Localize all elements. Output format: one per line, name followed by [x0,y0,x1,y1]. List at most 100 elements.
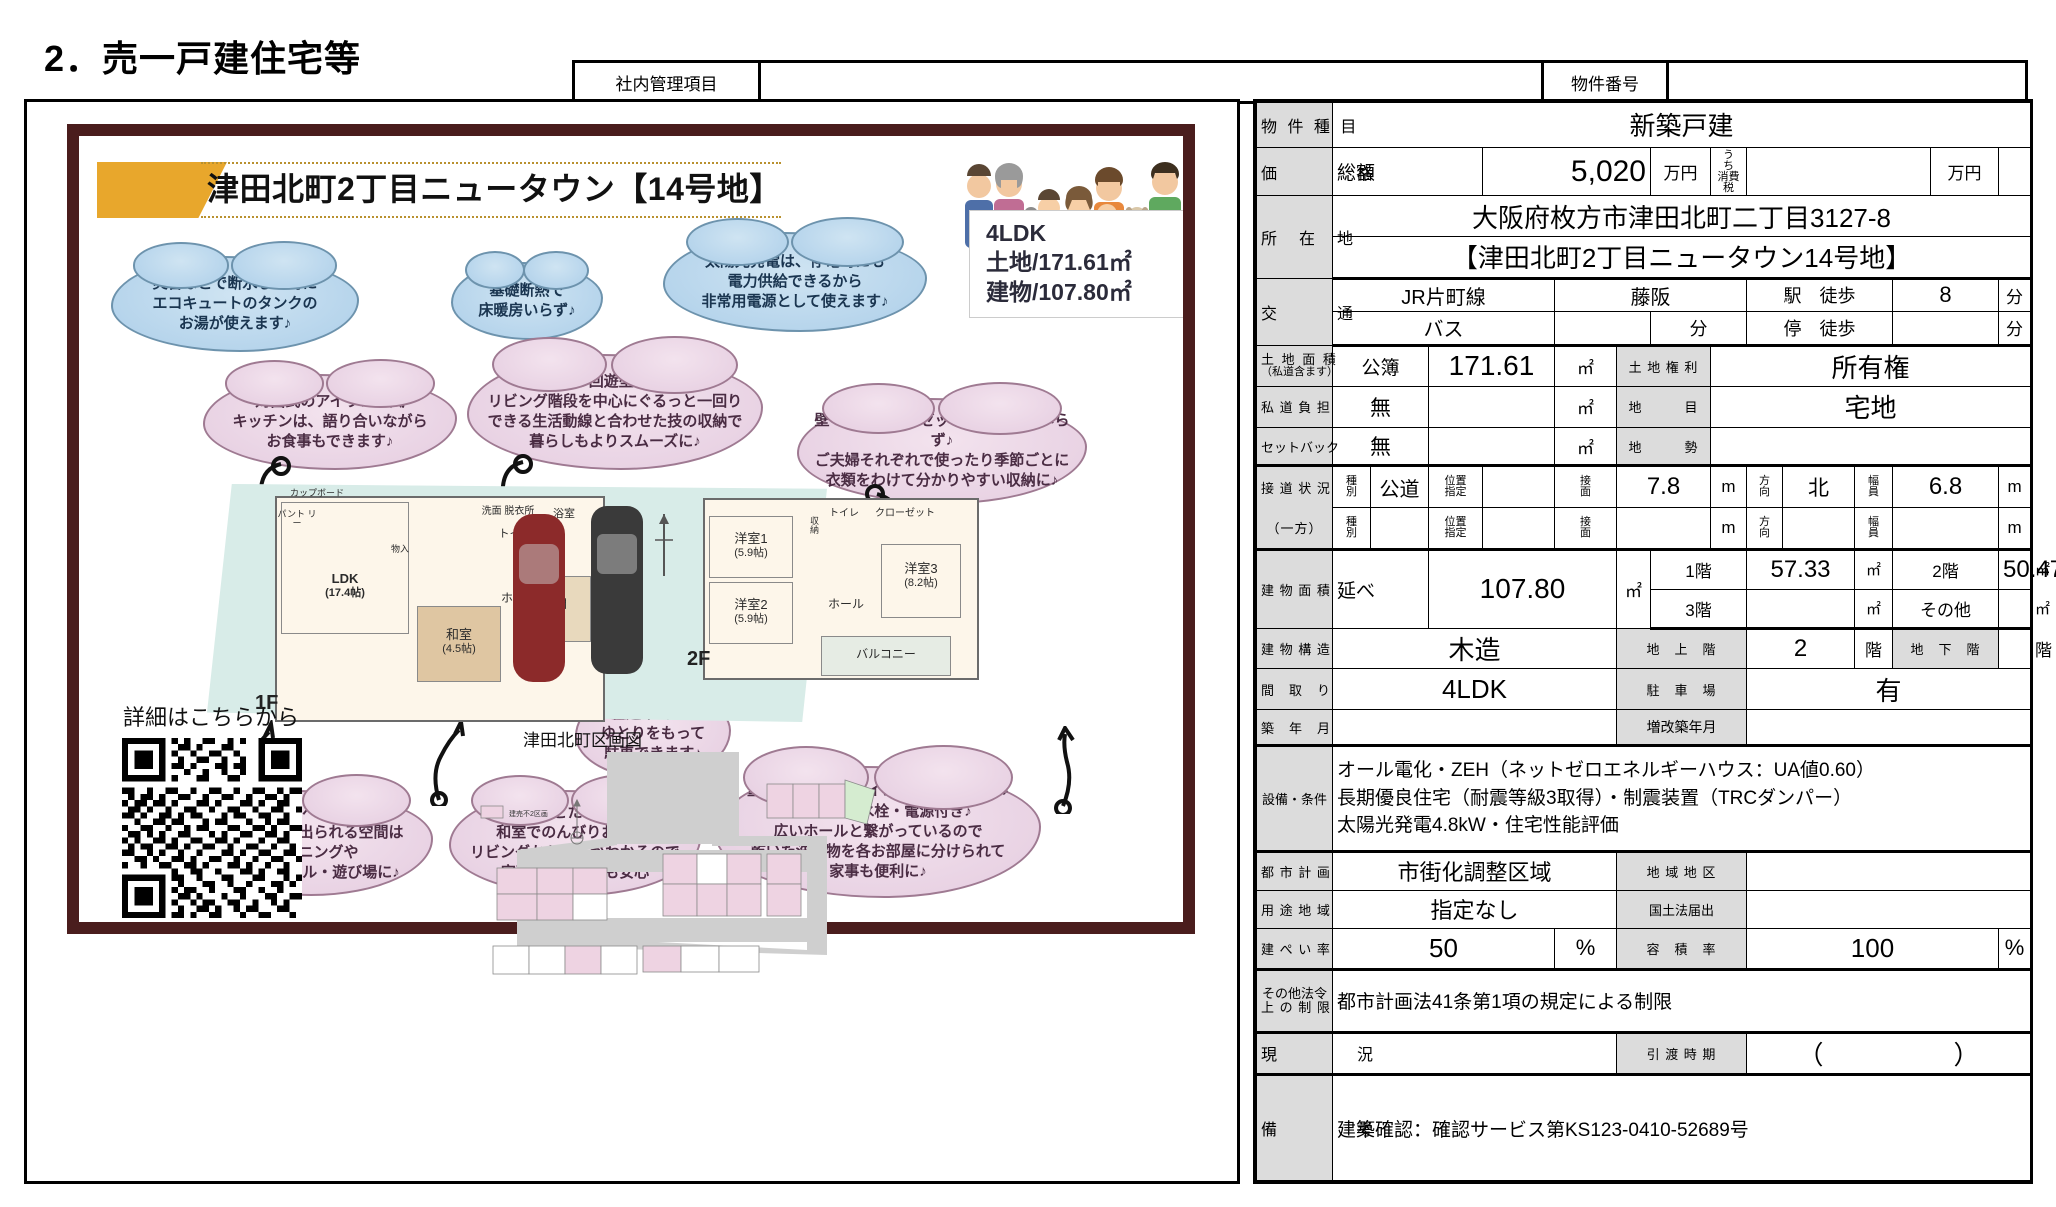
room-senmen-label: 洗面 脱衣所 [481,506,535,517]
value-other-floor-area[interactable] [1997,589,2032,630]
label-road-face-1: 接面 [1554,465,1617,508]
value-address-line1[interactable]: 大阪府枚方市津田北町二丁目3127-8 [1331,195,2032,237]
value-consumption-tax[interactable] [1746,146,1931,197]
unit-building-total: ㎡ [1616,548,1651,629]
value-equipment[interactable]: オール電化・ZEH（ネットゼロエネルギーハウス：UA値0.60） 長期優良住宅（… [1331,745,2032,853]
qr-code[interactable] [119,738,305,918]
value-address-line2[interactable]: 【津田北町2丁目ニュータウン14号地】 [1331,235,2032,280]
value-far[interactable]: 100 [1746,928,1999,971]
unit-price-man-en: 万円 [1650,146,1711,197]
value-busstop-walk[interactable] [1892,311,1999,347]
bubble-eco-tank-text: 災害などで断水した時に エコキュートのタンクの お湯が使えます♪ [152,274,318,333]
value-floor1-area[interactable]: 57.33 [1746,548,1855,591]
value-road-kind-1[interactable]: 公道 [1370,465,1429,508]
value-city-plan[interactable]: 市街化調整区域 [1332,850,1617,891]
value-use-district[interactable]: 指定なし [1332,889,1617,930]
value-road-position-2[interactable] [1482,506,1555,551]
arrow-to-balcony-icon [1054,726,1075,814]
label-road-position-2: 位置指定 [1428,506,1483,551]
page-title: 2．売一戸建住宅等 [44,38,362,79]
value-building-total[interactable]: 107.80 [1428,548,1617,629]
value-setback[interactable]: 無 [1332,426,1429,468]
value-road-width-1[interactable]: 6.8 [1892,465,1999,508]
value-setback-area[interactable] [1428,426,1555,468]
label-land-right: 土 地 権 利 [1616,344,1711,388]
unit-floor1-area: ㎡ [1854,548,1893,591]
label-tax-bottom: 消費税 [1717,170,1740,194]
label-building-area: 建 物 面 積 [1256,548,1333,629]
label-coverage-ratio: 建 ぺ い 率 [1256,928,1333,971]
room-shuunou-label: 収納 [809,516,819,534]
value-layout[interactable]: 4LDK [1332,668,1617,710]
value-chisei[interactable] [1709,426,2032,468]
value-coverage-ratio[interactable]: 50 [1332,928,1555,971]
value-remarks[interactable]: 建築確認：確認サービス第KS123-0410-52689号 [1331,1074,2032,1181]
value-structure[interactable]: 木造 [1332,627,1617,670]
value-status[interactable] [1332,1031,1617,1077]
value-kokudo-notice[interactable] [1745,889,2032,930]
room-youshitsu2-name: 洋室2 [734,597,768,612]
value-price-total[interactable]: 5,020 [1482,146,1651,197]
value-other-law[interactable]: 都市計画法41条第1項の規定による制限 [1331,968,2032,1034]
property-number-value[interactable] [1669,63,2025,101]
value-delivery-time[interactable]: （ ） [1745,1031,2032,1077]
label-chimoku: 地 目 [1616,386,1711,428]
label-transport: 交 通 [1256,277,1353,346]
property-spec-table: 物 件 種 目 新築戸建 価 格 総額 5,020 万円 う ち 消費税 万円 … [1253,99,2056,1184]
room-youshitsu1-name: 洋室1 [734,531,768,546]
label-road-width-1: 幅員 [1854,465,1893,508]
label-road-direction-2: 方向 [1746,506,1783,551]
label-city-plan: 都 市 計 画 [1256,850,1333,891]
equipment-line-1: オール電化・ZEH（ネットゼロエネルギーハウス：UA値0.60） [1337,760,1875,782]
room-youshitsu3-name: 洋室3 [904,561,938,576]
label-road-kind-2: 種別 [1332,506,1371,551]
value-renovation-date[interactable] [1745,708,2032,748]
label-station-walk: 駅 徒歩 [1746,277,1893,313]
label-road-position-1: 位置指定 [1428,465,1483,508]
room-cupboard-label: カップボード [289,488,344,498]
value-parking[interactable]: 有 [1745,668,2032,710]
value-station-name[interactable]: 藤阪 [1554,277,1747,313]
family-spec-card: 4LDK 土地/171.61㎡ 建物/107.80㎡ [969,210,1183,319]
value-train-line[interactable]: JR片町線 [1332,277,1555,313]
room-youshitsu3-label: 洋室3 (8.2帖) [881,561,961,590]
flyer-ribbon: 津田北町2丁目ニュータウン【14号地】 [97,162,1097,218]
value-walk-minutes[interactable]: 8 [1892,277,1999,313]
internal-management-value[interactable] [761,63,1541,101]
value-road-direction-1[interactable]: 北 [1782,465,1855,508]
value-built-date[interactable] [1332,708,1617,748]
value-floor3-area[interactable] [1746,589,1855,630]
value-land-right[interactable]: 所有権 [1709,344,2032,388]
value-road-position-1[interactable] [1482,465,1555,508]
label-land-area-sub: （私道含ます） [1261,365,1338,378]
map-legend-text: 建売不2区画 [509,809,548,818]
value-road-kind-2[interactable] [1370,506,1429,551]
value-road-direction-2[interactable] [1782,506,1855,551]
value-ground-floors[interactable]: 2 [1746,627,1855,670]
value-basement-floors[interactable] [1997,627,2032,670]
room-youshitsu1-size: (5.9帖) [734,546,768,559]
label-price-total: 総額 [1332,146,1483,197]
value-private-road-burden[interactable]: 無 [1332,386,1429,428]
spec-card-land: 土地/171.61㎡ [986,249,1132,276]
value-private-road-area[interactable] [1428,386,1555,428]
value-area-district[interactable] [1745,850,2032,891]
room-youshitsu2-size: (5.9帖) [734,612,768,625]
subdivision-map: 建売不2区画 [480,752,876,975]
label-renovation-date: 増改築年月 [1616,708,1747,748]
room-ldk [281,502,409,634]
value-chimoku[interactable]: 宅地 [1709,386,2032,428]
value-road-face-2[interactable] [1616,506,1711,551]
value-floor2-area[interactable]: 50.47 [1997,548,2056,591]
value-property-type[interactable]: 新築戸建 [1331,102,2032,148]
value-road-face-1[interactable]: 7.8 [1616,465,1711,508]
room-washitsu-name: 和室 [445,627,472,642]
property-number-label: 物件番号 [1541,63,1669,101]
value-land-area[interactable]: 171.61 [1428,344,1555,388]
value-road-width-2[interactable] [1892,506,1999,551]
unit-coverage-percent: % [1554,928,1617,971]
value-bus-minutes[interactable] [1554,311,1651,347]
label-land-area: 土 地 面 積 （私道含ます） [1256,344,1338,388]
label-floor2-area: 2階 [1892,548,1999,591]
